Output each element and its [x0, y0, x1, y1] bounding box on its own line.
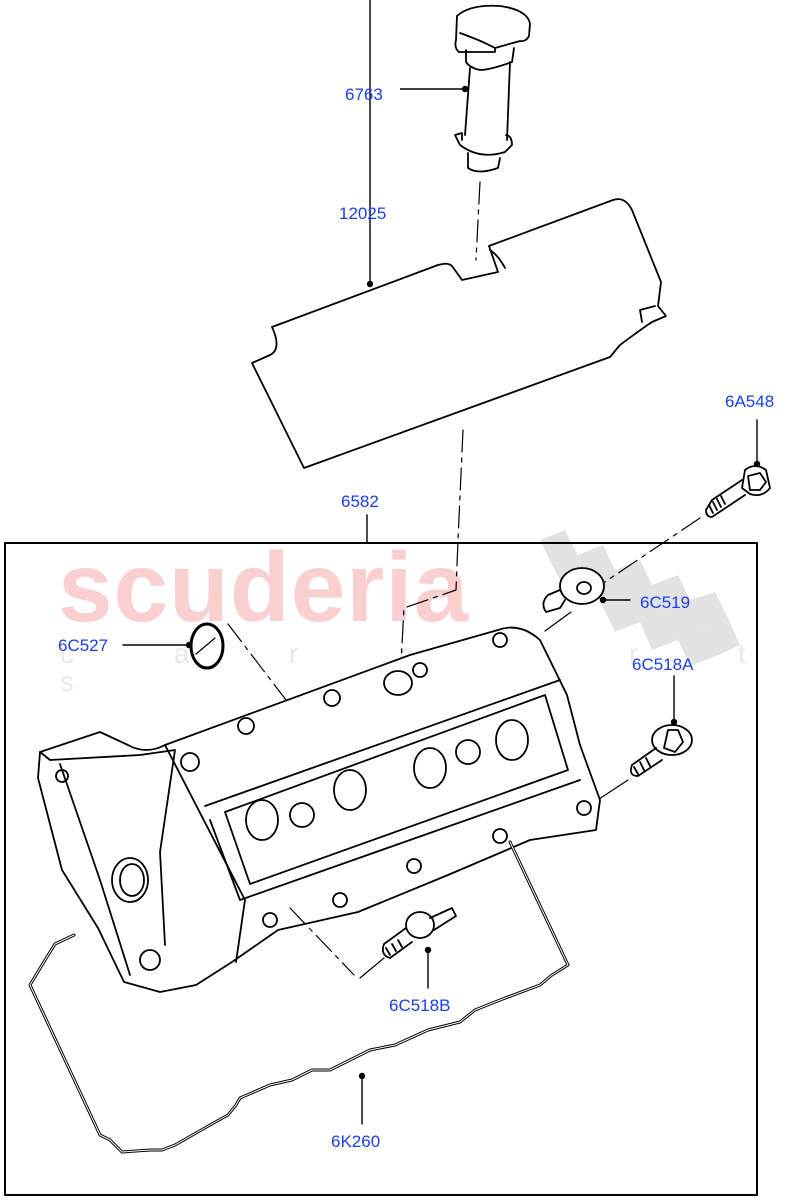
- oil-filler-tube-drawing: [454, 4, 531, 173]
- watermark-text: scuderia: [58, 532, 470, 642]
- engine-cover-drawing: [251, 198, 667, 469]
- part-label-6A548[interactable]: 6A548: [725, 392, 775, 411]
- part-label-6C527[interactable]: 6C527: [58, 636, 109, 655]
- part-label-6C519[interactable]: 6C519: [640, 593, 691, 612]
- leader-dots: [185, 85, 761, 1080]
- o-ring-drawing: [189, 622, 225, 670]
- part-label-6K260[interactable]: 6K260: [331, 1132, 381, 1151]
- part-label-6C518A[interactable]: 6C518A: [632, 655, 694, 674]
- part-label-6582[interactable]: 6582: [341, 492, 379, 511]
- grommet-drawing: [542, 567, 605, 613]
- part-label-12025[interactable]: 12025: [339, 204, 387, 223]
- bolt-6A548-drawing: [705, 465, 771, 518]
- valve-cover-drawing: [37, 626, 601, 993]
- stud-bolt-6C518A-drawing: [629, 724, 693, 777]
- part-label-6763[interactable]: 6763: [345, 85, 383, 104]
- stud-bolt-6C518B-drawing: [381, 907, 457, 959]
- part-label-6C518B[interactable]: 6C518B: [389, 996, 451, 1015]
